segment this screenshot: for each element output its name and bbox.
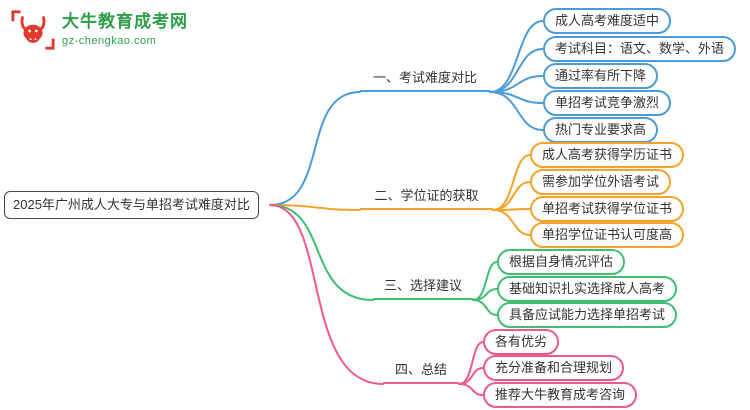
logo-domain: gz-chengkao.com [62, 34, 157, 47]
leaf-node: 单招学位证书认可度高 [530, 222, 685, 248]
leaf-node: 热门专业要求高 [543, 117, 659, 143]
leaf-node: 单招考试竞争激烈 [543, 90, 672, 116]
leaf-node: 基础知识扎实选择成人高考 [497, 276, 678, 302]
leaf-node: 根据自身情况评估 [497, 249, 626, 275]
connector-line [489, 91, 544, 131]
branch-label-summary: 四、总结 [383, 358, 459, 384]
connector-line [472, 299, 498, 316]
leaf-node: 推荐大牛教育成考咨询 [483, 382, 638, 408]
logo-text: 大牛教育成考网 gz-chengkao.com [62, 12, 188, 47]
connector-line [458, 383, 484, 396]
leaf-node: 考试科目：语文、数学、外语 [543, 36, 737, 62]
connector-line [269, 91, 361, 206]
branch-label-exam-difficulty: 一、考试难度对比 [360, 66, 490, 92]
central-topic: 2025年广州成人大专与单招考试难度对比 [4, 191, 259, 219]
leaf-node: 成人高考难度适中 [543, 8, 672, 34]
leaf-node: 单招考试获得学位证书 [530, 196, 685, 222]
connector-line [269, 204, 384, 385]
leaf-node: 需参加学位外语考试 [530, 169, 672, 195]
connector-line [269, 204, 374, 301]
connector-line [489, 20, 544, 93]
leaf-node: 成人高考获得学历证书 [530, 142, 685, 168]
branch-label-advice: 三、选择建议 [373, 274, 473, 300]
leaf-node: 各有优劣 [483, 329, 560, 355]
leaf-node: 通过率有所下降 [543, 63, 659, 89]
branch-label-degree-certificate: 二、学位证的获取 [360, 184, 493, 210]
leaf-node: 具备应试能力选择单招考试 [497, 302, 678, 328]
leaf-node: 充分准备和合理规划 [483, 355, 625, 381]
connector-line [269, 204, 361, 211]
connector-line [492, 209, 531, 236]
bull-logo-icon [11, 10, 55, 50]
site-logo: 大牛教育成考网 gz-chengkao.com [10, 8, 188, 52]
logo-title: 大牛教育成考网 [62, 12, 188, 32]
